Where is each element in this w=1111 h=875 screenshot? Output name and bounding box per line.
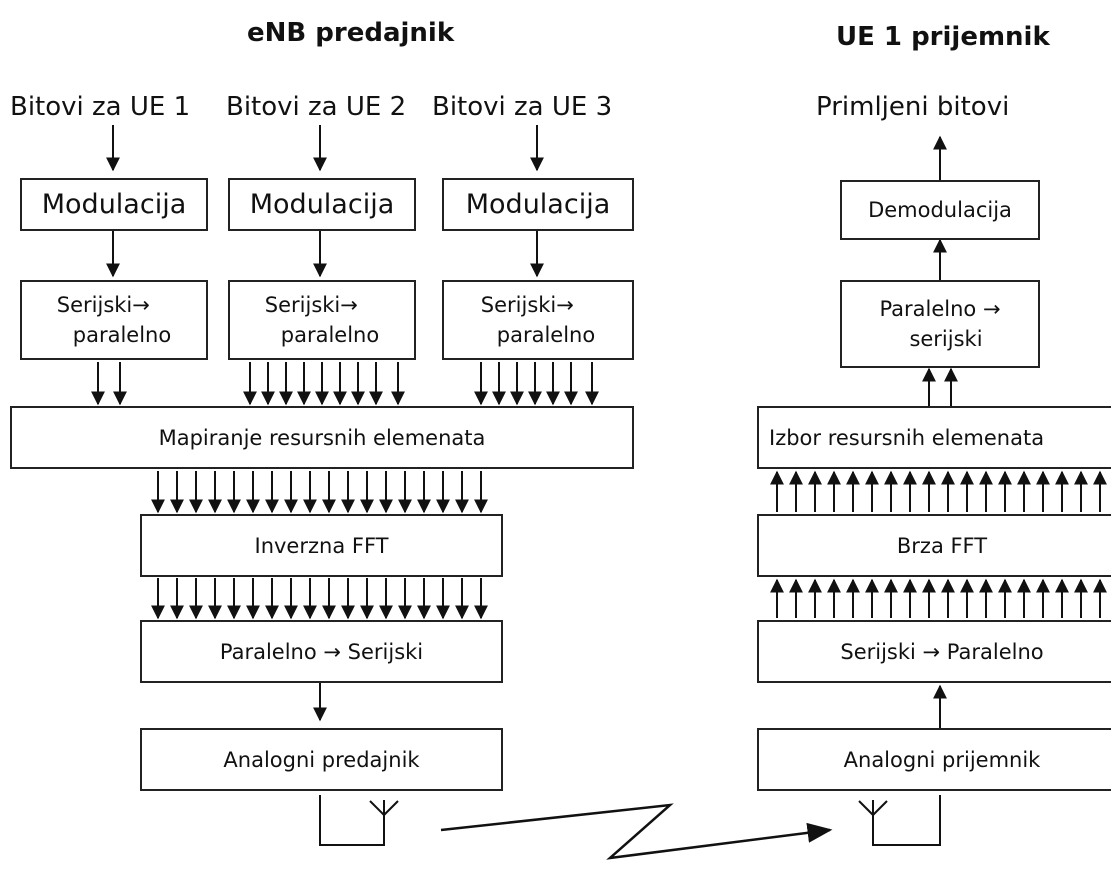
radio-channel-arrow bbox=[440, 803, 833, 860]
subcarrier-arrows bbox=[151, 471, 488, 620]
demod-label: Demodulacija bbox=[868, 198, 1012, 222]
ifft-label: Inverzna FFT bbox=[254, 533, 389, 558]
input-ue3: Bitovi za UE 3 bbox=[432, 92, 613, 122]
serial-to-parallel-ue2: Serijski→ paralelno bbox=[228, 280, 416, 360]
modulation-block-ue1: Modulacija bbox=[20, 178, 208, 231]
fft-block: Brza FFT bbox=[757, 514, 1111, 577]
p2s-label: Paralelno → Serijski bbox=[219, 639, 424, 664]
rx-arrows bbox=[922, 135, 958, 728]
serial-to-parallel-ue3: Serijski→ paralelno bbox=[442, 280, 634, 360]
modulation-block-ue2: Modulacija bbox=[228, 178, 416, 231]
tx-parallel-arrows bbox=[91, 362, 599, 406]
input-ue1: Bitovi za UE 1 bbox=[10, 92, 191, 122]
analog-transmitter-block: Analogni predajnik bbox=[140, 728, 503, 791]
modulation-label: Modulacija bbox=[249, 189, 395, 220]
rx-p2s-line2: serijski bbox=[909, 327, 983, 351]
s2p-line1: Serijski→ bbox=[56, 293, 150, 317]
serial-to-parallel-ue1: Serijski→ paralelno bbox=[20, 280, 208, 360]
received-bits-label: Primljeni bitovi bbox=[816, 92, 1010, 122]
modulation-label: Modulacija bbox=[41, 189, 187, 220]
modulation-block-ue3: Modulacija bbox=[442, 178, 634, 231]
rx-title: UE 1 prijemnik bbox=[836, 22, 1050, 52]
s2p-line2: paralelno bbox=[72, 323, 172, 347]
analog-receiver-block: Analogni prijemnik bbox=[757, 728, 1111, 791]
s2p-line1: Serijski→ bbox=[264, 293, 358, 317]
analog-tx-label: Analogni predajnik bbox=[223, 747, 420, 772]
rx-p2s-line1: Paralelno → bbox=[879, 297, 1001, 321]
tx-title: eNB predajnik bbox=[247, 18, 455, 48]
resource-mapping-block: Mapiranje resursnih elemenata bbox=[10, 406, 634, 469]
selection-label: Izbor resursnih elemenata bbox=[769, 425, 1045, 450]
analog-rx-label: Analogni prijemnik bbox=[843, 747, 1041, 772]
s2p-line2: paralelno bbox=[280, 323, 380, 347]
s2p-line1: Serijski→ bbox=[480, 293, 574, 317]
parallel-to-serial-block: Paralelno → Serijski bbox=[140, 620, 503, 683]
tx-input-arrows bbox=[106, 125, 544, 722]
s2p-line2: paralelno bbox=[496, 323, 596, 347]
tx-antenna bbox=[319, 795, 399, 846]
demodulation-block: Demodulacija bbox=[840, 180, 1040, 240]
resource-selection-block: Izbor resursnih elemenata bbox=[757, 406, 1111, 469]
modulation-label: Modulacija bbox=[465, 189, 611, 220]
fft-label: Brza FFT bbox=[896, 533, 988, 558]
rx-s2p-label: Serijski → Paralelno bbox=[840, 639, 1044, 664]
rx-parallel-to-serial-block: Paralelno → serijski bbox=[840, 280, 1040, 368]
mapping-label: Mapiranje resursnih elemenata bbox=[158, 425, 486, 450]
ifft-block: Inverzna FFT bbox=[140, 514, 503, 577]
input-ue2: Bitovi za UE 2 bbox=[226, 92, 407, 122]
rx-antenna bbox=[858, 795, 941, 846]
rx-serial-to-parallel-block: Serijski → Paralelno bbox=[757, 620, 1111, 683]
rx-subcarrier-arrows bbox=[770, 470, 1107, 618]
